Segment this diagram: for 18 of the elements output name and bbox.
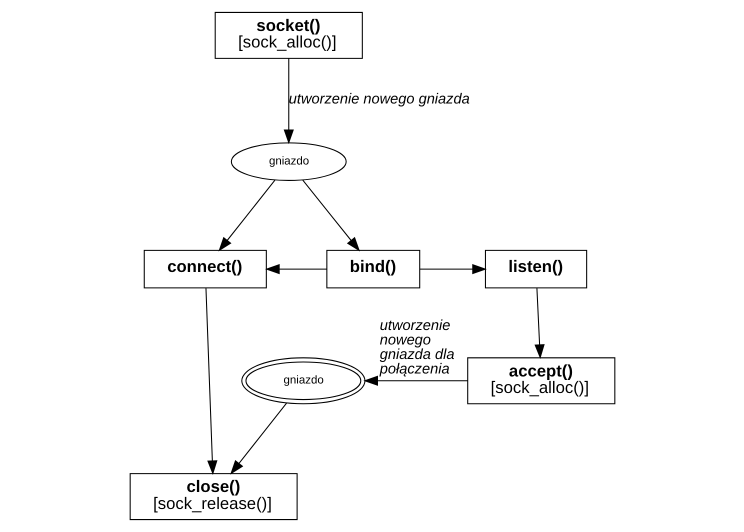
node-box: connect()	[143, 250, 266, 288]
node-ellipse: gniazdo	[230, 142, 346, 181]
arrow	[204, 288, 217, 476]
edge-label: utworzenie nowego gniazda dla połączenia	[379, 318, 454, 378]
arrow	[302, 180, 360, 252]
arrow	[264, 264, 326, 274]
arrow	[230, 402, 287, 475]
arrow	[362, 376, 468, 386]
arrow	[420, 264, 486, 274]
arrow	[283, 58, 294, 144]
arrow	[218, 180, 275, 252]
node-box: listen()	[484, 250, 587, 288]
node-box: socket() [sock_alloc()]	[214, 12, 362, 59]
node-ellipse: gniazdo	[240, 357, 365, 404]
node-box: bind()	[326, 250, 420, 288]
node-box: accept() [sock_alloc()]	[466, 357, 615, 404]
arrow	[534, 288, 544, 360]
node-box: close() [sock_release()]	[129, 473, 298, 520]
